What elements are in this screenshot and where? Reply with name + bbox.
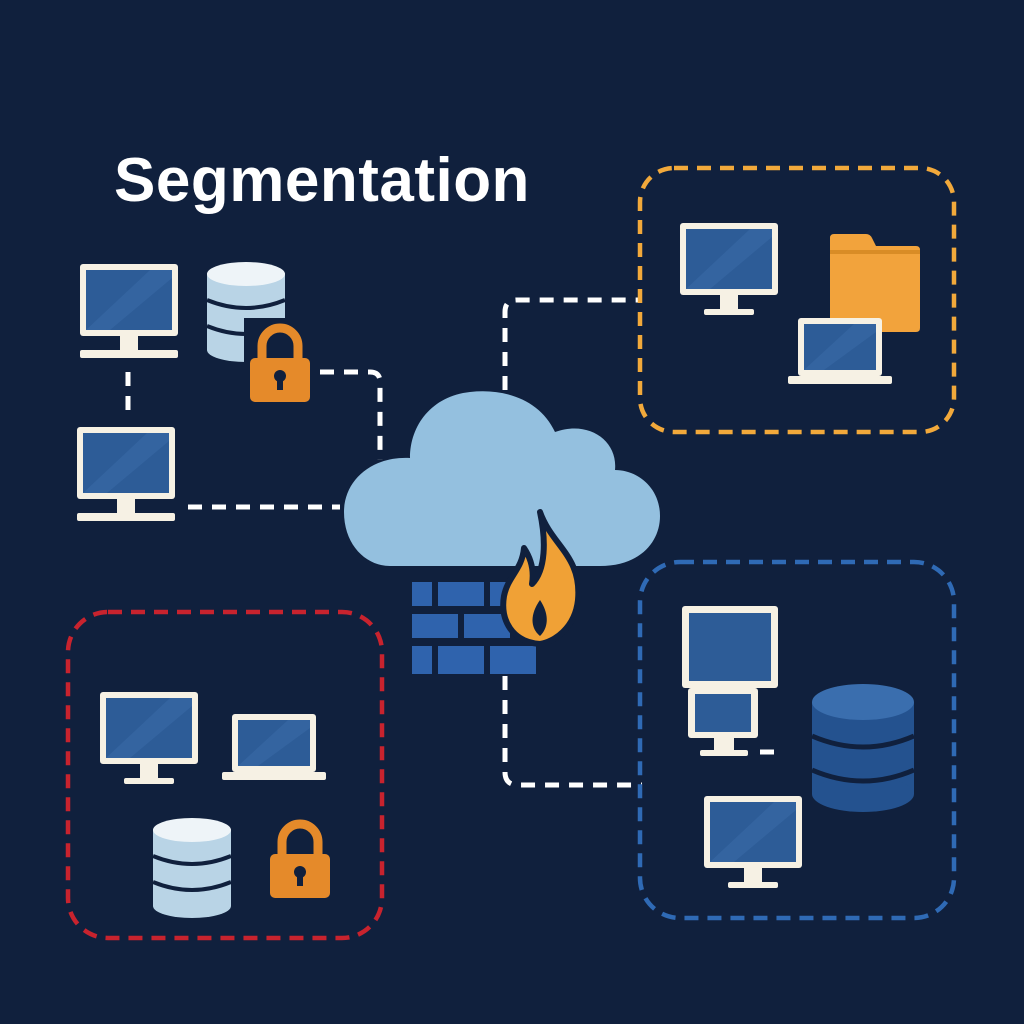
diagram-title: Segmentation [114, 146, 530, 215]
yellow-zone-boundary [637, 165, 957, 435]
desktop-icon [680, 223, 778, 315]
lock-icon [270, 824, 330, 898]
connection-links [125, 297, 776, 788]
flame-icon [500, 509, 582, 647]
database-icon [151, 816, 233, 920]
link-firewall-to-blue-zone [502, 676, 642, 788]
server-tower-icon [682, 606, 778, 756]
link-lock-to-cloud [320, 369, 383, 460]
desktop-icon [77, 427, 175, 521]
desktop-icon [100, 692, 198, 784]
laptop-icon [222, 714, 326, 780]
blue-zone-boundary [637, 559, 957, 921]
desktop-icon [704, 796, 802, 888]
folder-icon [830, 234, 920, 332]
link-cloud-to-yellow-zone [502, 297, 642, 390]
cloud-icon [344, 391, 660, 566]
desktop-icon [80, 264, 178, 358]
laptop-icon [788, 318, 892, 384]
red-zone-boundary [65, 609, 385, 941]
lock-icon [244, 318, 316, 410]
database-icon [811, 684, 915, 812]
